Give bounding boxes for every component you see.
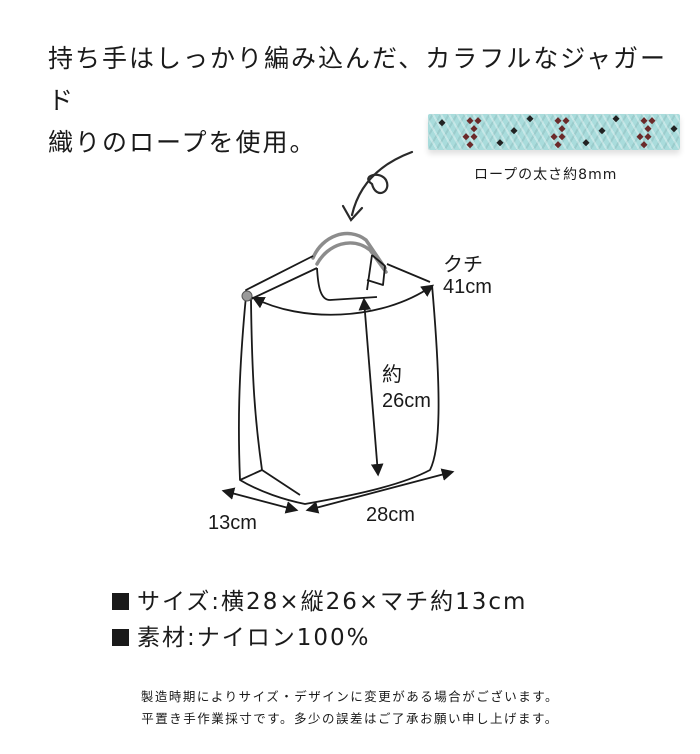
headline-line-2: 織りのロープを使用。 xyxy=(48,128,317,157)
gusset-arrow-icon xyxy=(251,284,435,316)
spec-size-text: サイズ:横28×縦26×マチ約13cm xyxy=(137,589,528,615)
note-line-2: 平置き手作業採寸です。多少の誤差はご了承お願い申し上げます。 xyxy=(141,711,559,726)
depth-value: 13cm xyxy=(208,512,257,534)
square-bullet-icon xyxy=(112,629,129,646)
gusset-label: クチ xyxy=(443,254,483,276)
spec-material: 素材:ナイロン100% xyxy=(112,618,371,652)
height-value: 26cm xyxy=(382,390,431,412)
rope-caption: ロープの太さ約8mm xyxy=(474,167,618,183)
handle-icon xyxy=(311,231,388,274)
rivet-icon xyxy=(241,290,253,302)
height-arrow-icon xyxy=(358,297,384,477)
gusset-value: 41cm xyxy=(443,276,492,298)
width-value: 28cm xyxy=(366,504,415,526)
note-line-1: 製造時期によりサイズ・デザインに変更がある場合がございます。 xyxy=(140,689,560,704)
depth-arrow-icon xyxy=(221,487,299,514)
spec-size: サイズ:横28×縦26×マチ約13cm xyxy=(112,582,527,616)
spec-material-text: 素材:ナイロン100% xyxy=(137,625,371,651)
height-label: 約 xyxy=(382,364,402,386)
rope-pattern-icon xyxy=(438,115,678,149)
headline-line-1: 持ち手はしっかり編み込んだ、カラフルなジャガード xyxy=(48,44,668,115)
headline: 持ち手はしっかり編み込んだ、カラフルなジャガード 織りのロープを使用。 xyxy=(48,38,678,164)
pointer-arrow-icon xyxy=(341,150,414,222)
width-arrow-icon xyxy=(305,468,455,514)
square-bullet-icon xyxy=(112,593,129,610)
rope-detail-image xyxy=(428,114,680,150)
bag-outline xyxy=(237,254,440,505)
